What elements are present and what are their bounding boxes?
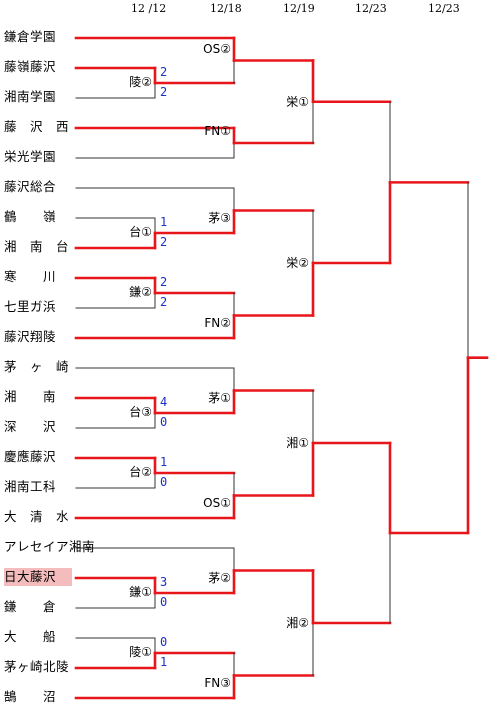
score-bottom: 0 — [160, 595, 168, 609]
score-top: 1 — [160, 455, 168, 469]
round2-result: 茅② — [208, 570, 231, 585]
team-name: 藤沢総合 — [4, 179, 57, 194]
team-name: 藤沢翔陵 — [4, 329, 57, 344]
team-name: アレセイア湘南 — [4, 539, 96, 554]
score-top: 2 — [160, 275, 168, 289]
team-name: 湘 南 — [4, 389, 57, 404]
team-name: 藤 沢 西 — [4, 119, 70, 134]
team-name: 鵠 沼 — [4, 689, 57, 704]
team-name: 寒 川 — [4, 269, 57, 284]
score-bottom: 2 — [160, 295, 168, 309]
team-name: 大 船 — [4, 629, 57, 644]
score-top: 1 — [160, 215, 168, 229]
date-round-3: 12/19 — [283, 2, 315, 15]
date-round-2: 12/18 — [210, 2, 242, 15]
team-name: 藤嶺藤沢 — [4, 59, 57, 74]
round3-result: 栄② — [286, 256, 309, 270]
team-name: 日大藤沢 — [4, 568, 72, 586]
round2-result: FN② — [204, 315, 231, 330]
score-bottom: 0 — [160, 415, 168, 429]
round2-result: FN① — [204, 124, 231, 138]
round2-result: OS① — [203, 495, 231, 510]
score-top: 2 — [160, 65, 168, 79]
round1-result: 陵① — [129, 645, 152, 659]
score-bottom: 0 — [160, 475, 168, 489]
score-bottom: 1 — [160, 655, 168, 669]
team-name: 栄光学園 — [4, 149, 57, 164]
date-final: 12/23 — [428, 2, 460, 15]
date-header-row: 12 /12 12/18 12/19 12/23 12/23 — [0, 0, 499, 20]
date-round-1: 12 /12 — [131, 2, 167, 15]
team-name: 湘 南 台 — [4, 239, 70, 254]
score-top: 0 — [160, 635, 168, 649]
round1-result: 台① — [129, 225, 152, 239]
team-name: 湘南学園 — [4, 89, 57, 104]
round3-result: 湘② — [286, 616, 309, 630]
team-name: 湘南工科 — [4, 479, 57, 494]
team-name: 大 清 水 — [4, 509, 70, 524]
team-name: 七里ガ浜 — [4, 299, 57, 314]
round1-result: 陵② — [129, 75, 152, 89]
round1-result: 台③ — [129, 405, 152, 419]
team-name: 茅 ヶ 崎 — [4, 359, 70, 374]
team-name: 鶴 嶺 — [4, 209, 57, 224]
round1-result: 台② — [129, 465, 152, 479]
team-name: 慶應藤沢 — [4, 449, 57, 464]
team-name: 深 沢 — [4, 419, 57, 434]
round1-result: 鎌② — [129, 285, 152, 299]
round3-result: 湘① — [286, 436, 309, 450]
round3-result: 栄① — [286, 94, 309, 109]
round2-result: FN③ — [204, 675, 231, 690]
score-top: 3 — [160, 575, 168, 589]
score-bottom: 2 — [160, 85, 168, 99]
team-name: 鎌倉学園 — [4, 29, 57, 44]
round1-result: 鎌① — [129, 585, 152, 599]
team-name: 茅ヶ崎北陵 — [4, 659, 70, 674]
score-top: 4 — [160, 395, 168, 409]
round2-result: 茅① — [208, 390, 231, 405]
score-bottom: 2 — [160, 235, 168, 249]
round2-result: 茅③ — [208, 210, 231, 225]
team-name: 鎌 倉 — [4, 599, 57, 614]
round2-result: OS② — [203, 41, 231, 56]
date-semifinal: 12/23 — [355, 2, 387, 15]
